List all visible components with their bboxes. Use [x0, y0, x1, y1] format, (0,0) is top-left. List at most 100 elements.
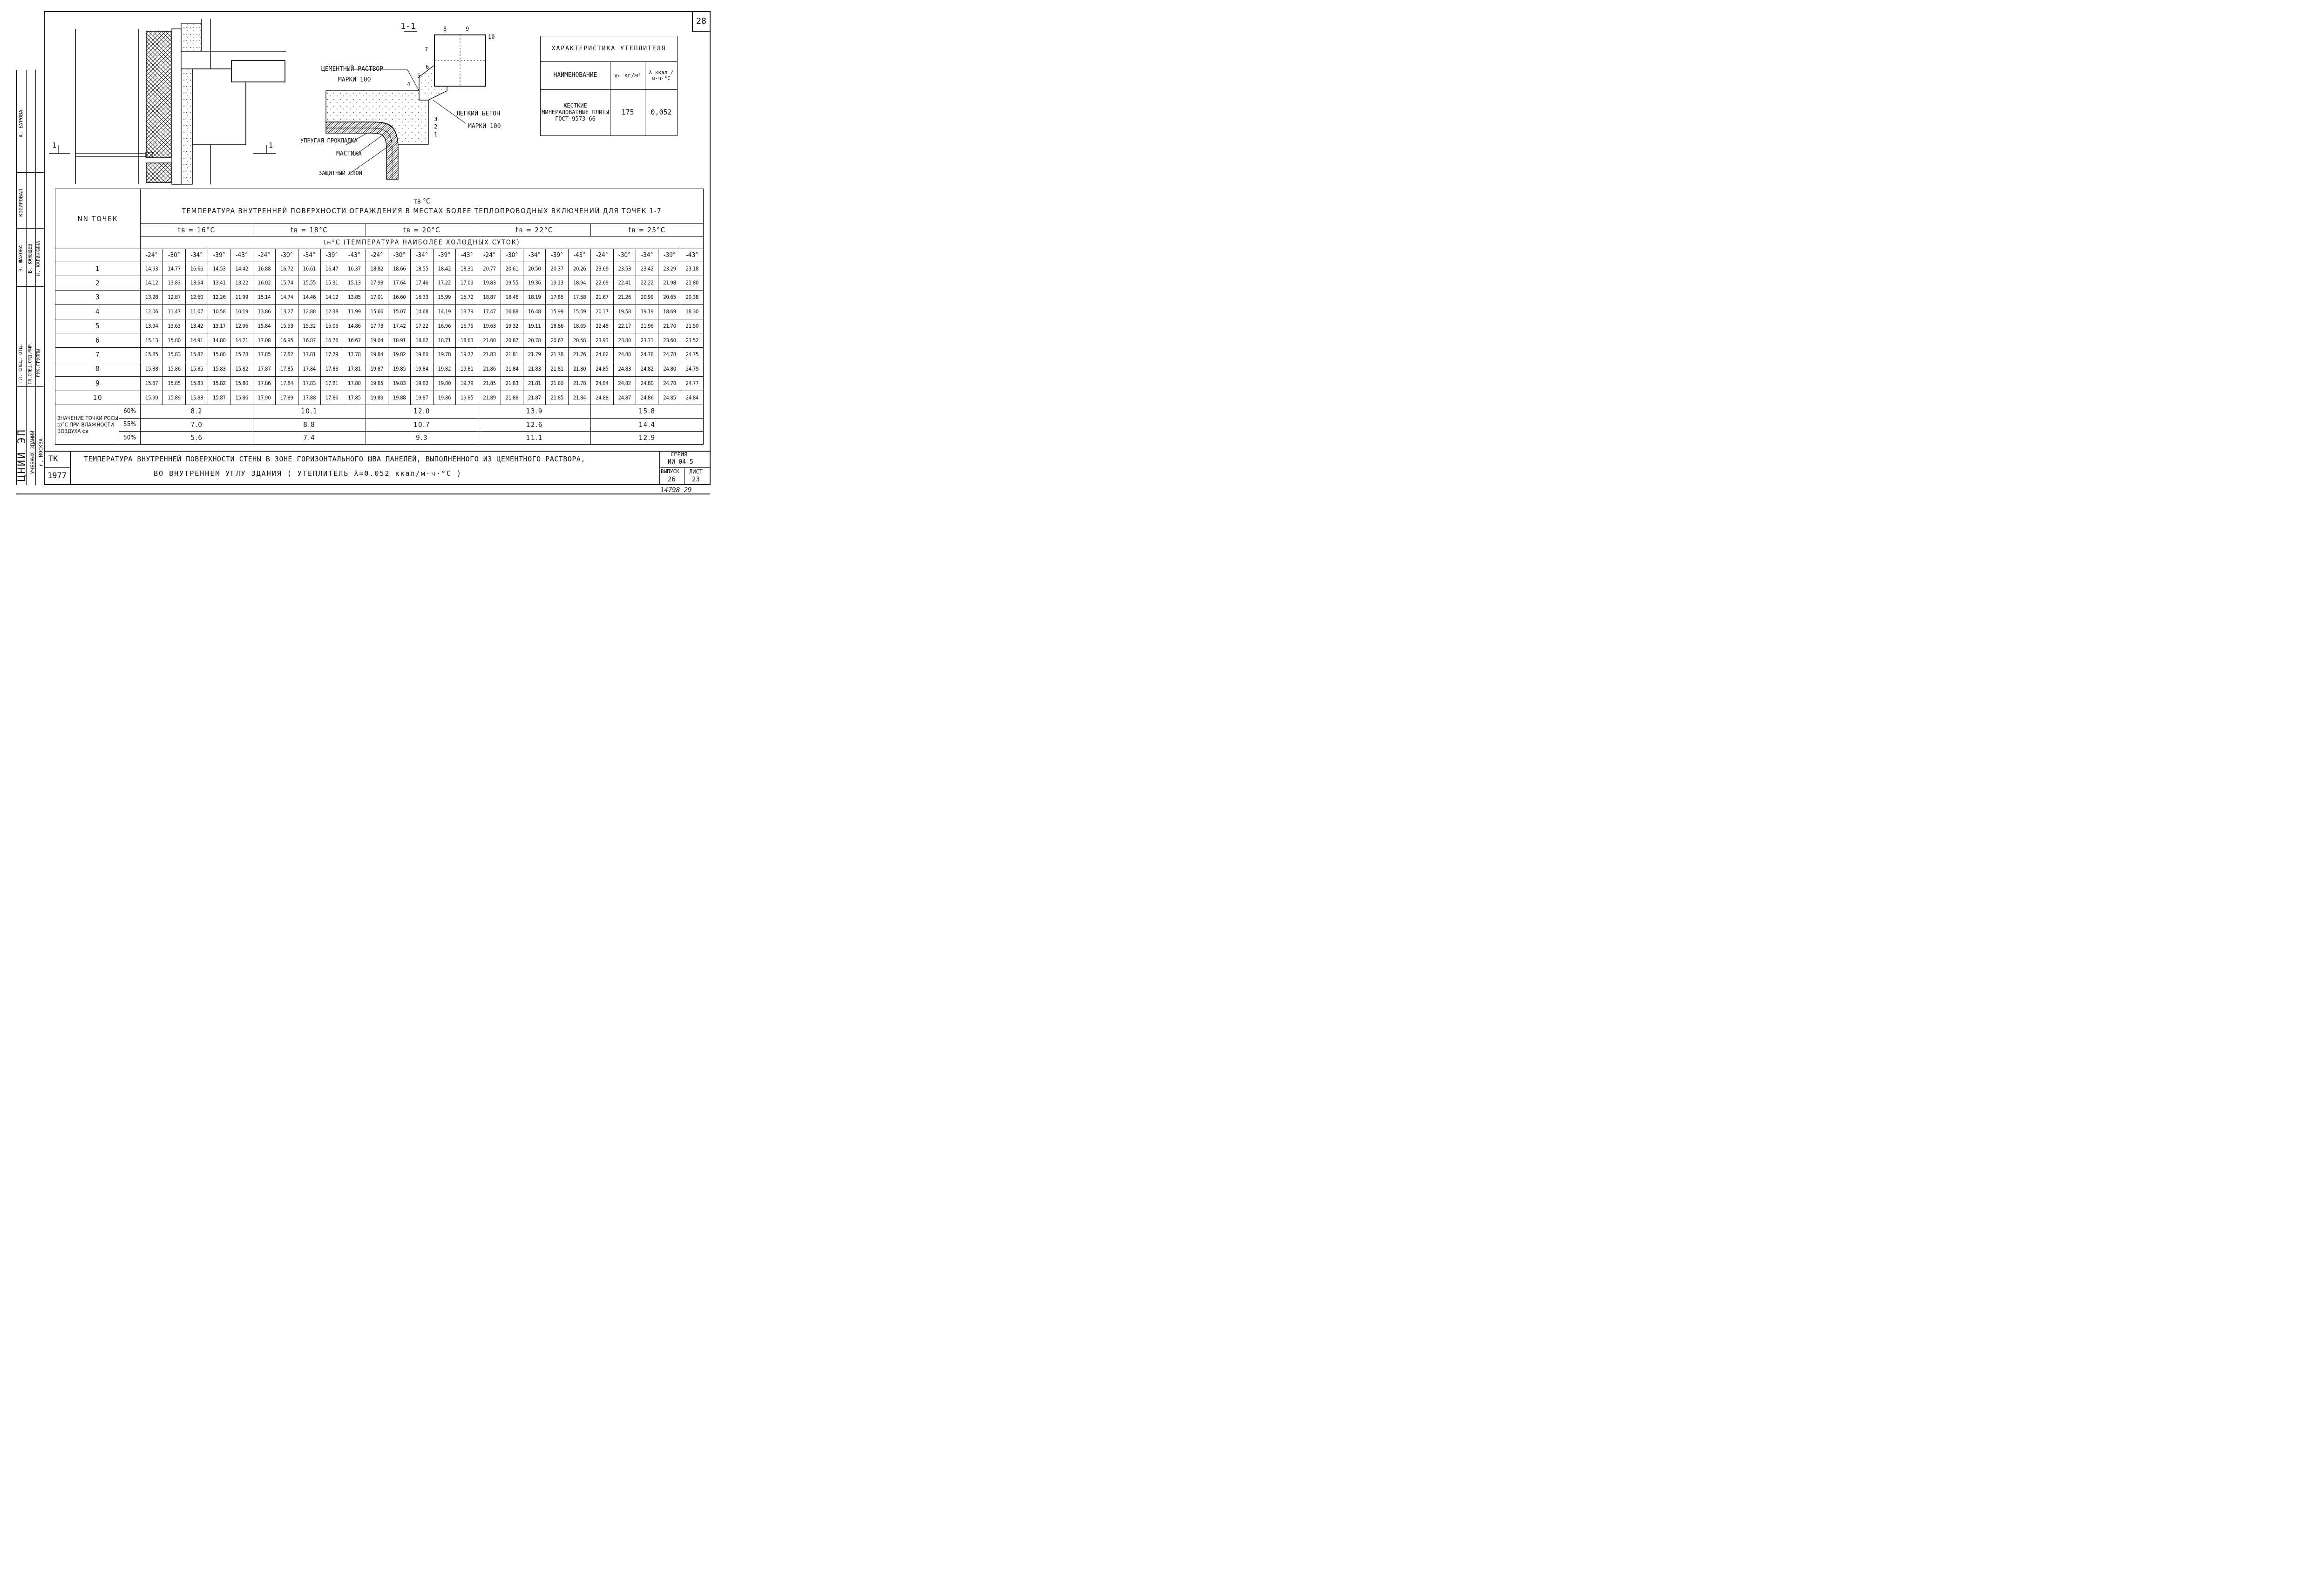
value-cell: 14.68	[410, 304, 434, 319]
value-cell: 15.89	[163, 390, 186, 406]
value-cell: 17.82	[275, 347, 298, 362]
value-cell: 17.86	[320, 390, 344, 406]
value-cell: 10.58	[208, 304, 231, 319]
value-cell: 24.75	[680, 347, 704, 362]
value-cell: 23.52	[680, 333, 704, 348]
value-cell: 17.03	[455, 276, 479, 291]
value-cell: 19.89	[365, 390, 388, 406]
outdoor-temp-header: tн°C (ТЕМПЕРАТУРА НАИБОЛЕЕ ХОЛОДНЫХ СУТО…	[140, 236, 704, 250]
group-header: tв = 16°C	[140, 223, 253, 237]
point-number: 10	[55, 390, 141, 406]
value-cell: 19.77	[455, 347, 479, 362]
point-number: 9	[55, 376, 141, 391]
value-cell: 18.87	[478, 290, 501, 305]
value-cell: 17.93	[365, 276, 388, 291]
value-cell: 20.78	[523, 333, 546, 348]
value-cell: 18.94	[568, 276, 591, 291]
value-cell: 21.00	[478, 333, 501, 348]
point-7: 7	[425, 46, 428, 53]
value-cell: 13.17	[208, 318, 231, 334]
value-cell: 22.41	[613, 276, 636, 291]
value-cell: 18.91	[387, 333, 411, 348]
value-cell: 14.42	[230, 261, 253, 277]
insulation-lambda: 0,052	[645, 89, 678, 136]
value-cell: 14.77	[163, 261, 186, 277]
value-cell: 18.42	[433, 261, 456, 277]
value-cell: 19.04	[365, 333, 388, 348]
value-cell: 16.75	[455, 318, 479, 334]
section-drawing	[325, 31, 486, 180]
value-cell: 16.37	[343, 261, 366, 277]
dew-point-value: 8.2	[140, 405, 253, 419]
value-cell: 16.95	[275, 333, 298, 348]
outdoor-temp-cell: -34°	[185, 249, 209, 262]
value-cell: 21.83	[478, 347, 501, 362]
value-cell: 11.47	[163, 304, 186, 319]
value-cell: 17.83	[320, 361, 344, 377]
project-city: г. МОСКВА	[38, 438, 44, 467]
title-block	[45, 451, 710, 486]
col-points-header: NN ТОЧЕК	[55, 188, 141, 250]
value-cell: 21.83	[523, 361, 546, 377]
value-cell: 15.59	[568, 304, 591, 319]
value-cell: 13.22	[230, 276, 253, 291]
main-header-title: ТЕМПЕРАТУРА ВНУТРЕННЕЙ ПОВЕРХНОСТИ ОГРАЖ…	[182, 207, 662, 216]
value-cell: 19.80	[410, 347, 434, 362]
left-strip-frame	[16, 70, 45, 485]
value-cell: 15.80	[208, 347, 231, 362]
value-cell: 14.53	[208, 261, 231, 277]
value-cell: 16.96	[433, 318, 456, 334]
value-cell: 15.88	[185, 390, 209, 406]
dew-point-value: 8.8	[252, 418, 366, 432]
outdoor-temp-cell: -34°	[298, 249, 321, 262]
temperature-table: NN ТОЧЕК τв °C ТЕМПЕРАТУРА ВНУТРЕННЕЙ ПО…	[55, 188, 704, 445]
value-cell: 24.84	[680, 390, 704, 406]
outdoor-temp-cell: -24°	[365, 249, 388, 262]
dew-point-value: 11.1	[478, 431, 591, 445]
outdoor-temp-cell: -24°	[590, 249, 614, 262]
value-cell: 24.80	[658, 361, 681, 377]
value-cell: 14.71	[230, 333, 253, 348]
value-cell: 21.96	[635, 318, 659, 334]
humidity-cell: 60%	[119, 405, 141, 419]
value-cell: 14.80	[208, 333, 231, 348]
value-cell: 21.81	[500, 347, 524, 362]
value-cell: 24.86	[635, 390, 659, 406]
value-cell: 19.87	[365, 361, 388, 377]
value-cell: 17.22	[433, 276, 456, 291]
copied-label: КОПИРОВАЛ	[18, 189, 24, 217]
value-cell: 21.76	[568, 347, 591, 362]
value-cell: 21.50	[680, 318, 704, 334]
value-cell: 17.73	[365, 318, 388, 334]
value-cell: 15.13	[140, 333, 163, 348]
value-cell: 18.82	[365, 261, 388, 277]
value-cell: 14.86	[343, 318, 366, 334]
value-cell: 12.96	[230, 318, 253, 334]
value-cell: 13.41	[208, 276, 231, 291]
value-cell: 17.58	[568, 290, 591, 305]
insulation-col-name: НАИМЕНОВАНИЕ	[540, 61, 610, 90]
cement-grade-label: МАРКИ 100	[338, 76, 371, 83]
value-cell: 13.63	[163, 318, 186, 334]
value-cell: 13.64	[185, 276, 209, 291]
issue-label: ВЫПУСК	[661, 468, 679, 474]
value-cell: 21.85	[478, 376, 501, 391]
dew-point-value: 12.6	[478, 418, 591, 432]
value-cell: 20.58	[568, 333, 591, 348]
group-header: tв = 20°C	[365, 223, 479, 237]
dew-point-row: ЗНАЧЕНИЕ ТОЧКИ РОСЫ tр°C ПРИ ВЛАЖНОСТИ В…	[55, 405, 704, 445]
value-cell: 18.65	[568, 318, 591, 334]
mastic-label: МАСТИКА	[336, 150, 362, 157]
value-cell: 21.81	[523, 376, 546, 391]
value-cell: 22.17	[613, 318, 636, 334]
value-cell: 18.55	[410, 261, 434, 277]
value-cell: 19.88	[387, 390, 411, 406]
value-cell: 16.67	[343, 333, 366, 348]
value-cell: 17.81	[343, 361, 366, 377]
outdoor-temp-cell: -30°	[387, 249, 411, 262]
outdoor-temp-cell: -39°	[658, 249, 681, 262]
value-cell: 14.74	[275, 290, 298, 305]
